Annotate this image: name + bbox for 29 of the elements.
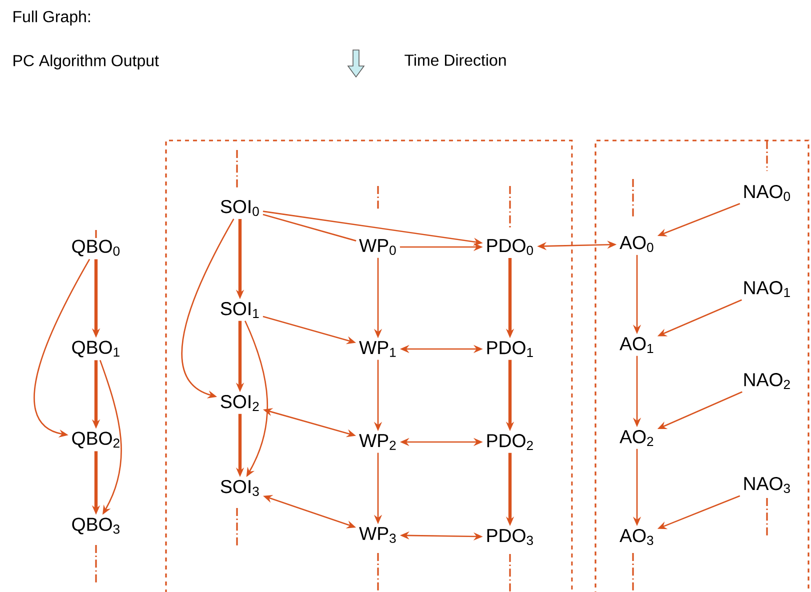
variable-label: AO$_{2}$ bbox=[620, 430, 654, 446]
group-frame bbox=[594, 140, 810, 592]
variable-label: NAO$_{0}$ bbox=[744, 184, 790, 202]
variable-label: SOI$_{3}$ bbox=[220, 480, 259, 496]
variable-label: QBO$_{2}$ bbox=[72, 432, 120, 448]
variable-label: NAO$_{2}$ bbox=[744, 373, 790, 389]
variable-label: WP$_{1}$ bbox=[359, 341, 396, 357]
variable-label: WP$_{2}$ bbox=[359, 434, 396, 450]
variable-label: SOI$_{0}$ bbox=[220, 200, 259, 216]
arrow-caption: Time Direction bbox=[404, 54, 506, 66]
variable-label: NAO$_{1}$ bbox=[744, 281, 790, 297]
variable-label: WP$_{3}$ bbox=[359, 527, 396, 543]
variable-label: PDO$_{0}$ bbox=[487, 238, 534, 256]
variable-label: PDO$_{1}$ bbox=[487, 341, 533, 357]
variable-label: NAO$_{3}$ bbox=[744, 476, 790, 494]
variable-label: AO$_{3}$ bbox=[620, 528, 654, 545]
variable-label: WP$_{0}$ bbox=[359, 239, 396, 255]
variable-label: QBO$_{3}$ bbox=[72, 518, 120, 534]
variable-label: QBO$_{1}$ bbox=[72, 340, 120, 358]
title: Full Graph: bbox=[14, 10, 90, 26]
variable-label: SOI$_{2}$ bbox=[220, 395, 259, 411]
variable-label: QBO$_{0}$ bbox=[72, 240, 120, 256]
variable-label: AO$_{0}$ bbox=[620, 236, 654, 252]
group-frame bbox=[165, 140, 573, 592]
subtitle: PC Algorithm Output bbox=[14, 54, 159, 70]
variable-label: PDO$_{3}$ bbox=[487, 528, 533, 545]
variable-label: AO$_{1}$ bbox=[620, 337, 654, 353]
variable-label: PDO$_{2}$ bbox=[487, 434, 533, 450]
variable-label: SOI$_{1}$ bbox=[220, 302, 259, 318]
